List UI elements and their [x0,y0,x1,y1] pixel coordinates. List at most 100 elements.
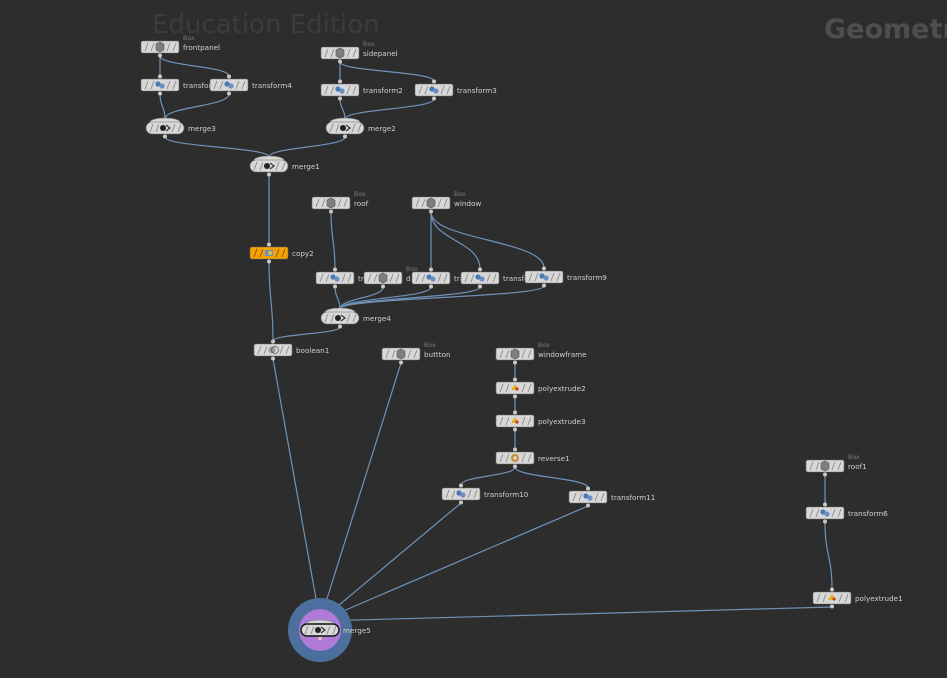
input-port[interactable] [459,483,463,488]
output-port[interactable] [343,134,347,139]
output-port[interactable] [338,96,342,101]
wire-reverse1-to-transform11[interactable] [514,466,589,489]
wire-polyextrude1-to-merge5[interactable] [319,606,833,622]
node-transform6[interactable]: transform6 [805,502,888,524]
input-port[interactable] [267,242,271,247]
output-port[interactable] [267,259,271,264]
output-port[interactable] [399,360,403,365]
input-port[interactable] [513,377,517,382]
wire-boolean1-to-merge5[interactable] [272,358,321,622]
output-port[interactable] [158,53,162,58]
wire-transform2-to-merge2[interactable] [339,98,346,120]
output-port[interactable] [513,394,517,399]
wire-sidepanel-to-transform3[interactable] [339,61,435,82]
output-port[interactable] [158,91,162,96]
node-transform9[interactable]: transform9 [524,266,607,288]
input-port[interactable] [513,410,517,415]
node-merge2[interactable]: merge2 [325,117,396,139]
node-tr_b[interactable]: tra [411,267,464,289]
output-port[interactable] [823,472,827,477]
wire-roof-to-tr_a[interactable] [330,211,336,270]
input-port[interactable] [513,447,517,452]
input-port[interactable] [542,266,546,271]
output-port[interactable] [478,284,482,289]
output-port[interactable] [381,284,385,289]
node-transform3[interactable]: transform3 [414,79,497,101]
input-port[interactable] [338,79,342,84]
node-reverse1[interactable]: reverse1 [495,447,570,469]
wire-transform10-to-merge5[interactable] [319,502,462,622]
output-port[interactable] [338,59,342,64]
output-port[interactable] [429,209,433,214]
output-port[interactable] [318,636,322,641]
output-port[interactable] [267,172,271,177]
wire-window-to-transform9[interactable] [430,211,545,269]
output-port[interactable] [513,360,517,365]
node-transform11[interactable]: transform11 [568,486,655,508]
node-polyextrude3[interactable]: polyextrude3 [495,410,586,432]
output-port[interactable] [329,209,333,214]
output-port[interactable] [432,96,436,101]
wire-transform1-to-merge3[interactable] [159,93,166,120]
input-port[interactable] [586,486,590,491]
wire-merge2-to-merge1[interactable] [268,136,346,158]
output-port[interactable] [830,604,834,609]
input-port[interactable] [429,267,433,272]
output-port[interactable] [227,91,231,96]
node-merge1[interactable]: merge1 [249,155,320,177]
output-port[interactable] [513,427,517,432]
wire-window-to-tr_c[interactable] [430,211,481,270]
wire-transform4-to-merge3[interactable] [164,93,230,120]
output-port[interactable] [338,324,342,329]
wire-merge4-to-boolean1[interactable] [272,326,341,342]
output-port[interactable] [513,464,517,469]
input-port[interactable] [830,587,834,592]
wire-buttton-to-merge5[interactable] [319,362,402,622]
node-transform10[interactable]: transform10 [441,483,529,505]
node-transform2[interactable]: transform2 [320,79,403,101]
input-port[interactable] [432,79,436,84]
node-transform1[interactable]: transfor [140,74,211,96]
node-copy2[interactable]: copy2 [249,242,314,264]
input-port[interactable] [271,339,275,344]
wire-transform9-to-merge4[interactable] [339,285,545,310]
node-transform4[interactable]: transform4 [209,74,292,96]
output-port[interactable] [163,134,167,139]
node-boolean1[interactable]: boolean1 [253,339,329,361]
wire-reverse1-to-transform10[interactable] [460,466,516,486]
output-port[interactable] [586,503,590,508]
wire-frontpanel-to-transform4[interactable] [159,55,230,77]
node-polyextrude2[interactable]: polyextrude2 [495,377,586,399]
input-port[interactable] [158,74,162,79]
node-tr_a[interactable]: tr [315,267,364,289]
input-port[interactable] [333,267,337,272]
output-port[interactable] [429,284,433,289]
input-port[interactable] [227,74,231,79]
wire-copy2-to-boolean1[interactable] [268,261,274,342]
input-port[interactable] [478,267,482,272]
output-port[interactable] [333,284,337,289]
output-port[interactable] [459,500,463,505]
wire-merge3-to-merge1[interactable] [164,136,270,158]
node-merge4[interactable]: merge4 [320,307,391,329]
output-port[interactable] [542,283,546,288]
node-merge5[interactable]: merge5 [288,598,371,662]
wire-transform6-to-polyextrude1[interactable] [824,521,833,590]
wire-tr_a-to-merge4[interactable] [334,286,341,310]
node-merge3[interactable]: merge3 [145,117,216,139]
wire-transform11-to-merge5[interactable] [319,505,589,622]
wire-transform3-to-merge2[interactable] [344,98,435,120]
node-tr_c[interactable]: transfo [460,267,528,289]
input-port[interactable] [823,502,827,507]
output-port[interactable] [823,519,827,524]
